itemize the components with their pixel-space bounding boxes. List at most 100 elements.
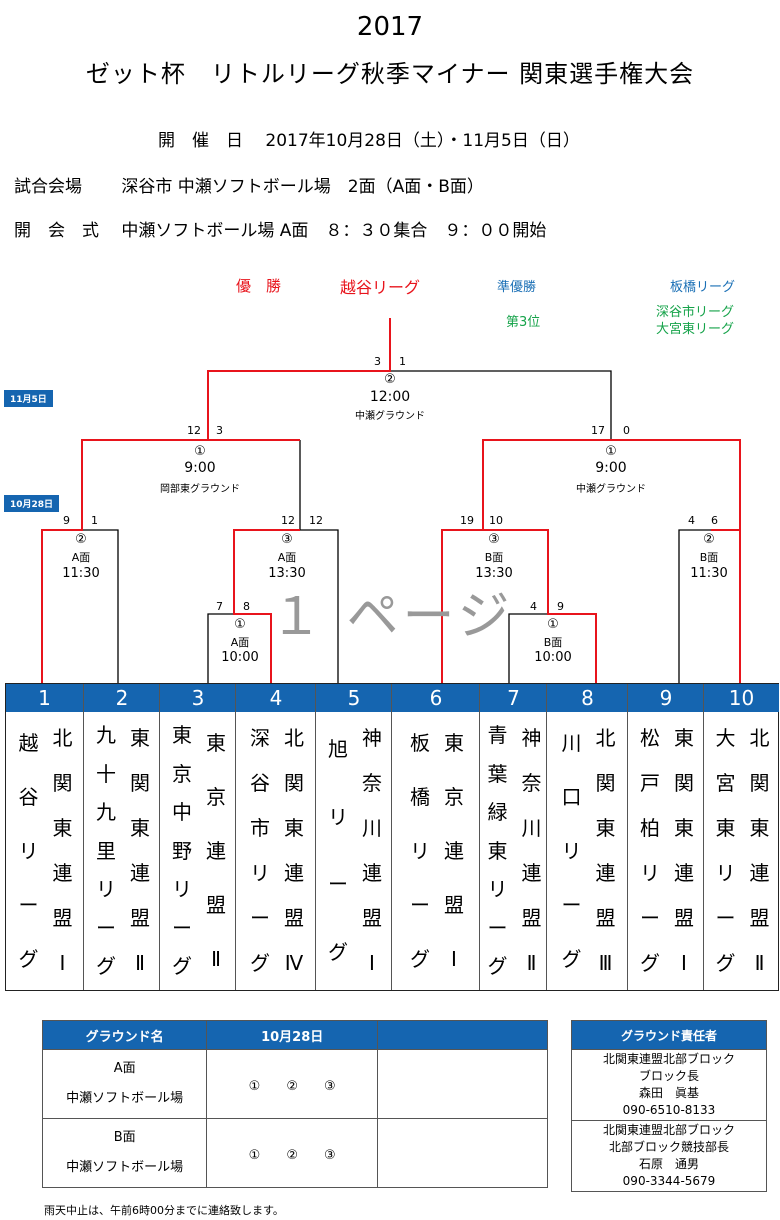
- team-name: 川口リーグ: [561, 731, 582, 971]
- team-column: 8 川口リーグ北関東連盟Ⅲ: [546, 684, 628, 990]
- date-info: 開 催 日 2017年10月28日（土）・11月5日（日）: [158, 131, 580, 151]
- team-name: 大宮東リーグ: [715, 726, 736, 975]
- court-b-blank: [376, 1118, 549, 1188]
- final-time: 12:00: [369, 389, 411, 405]
- date-badge-nov5: 11月5日: [4, 390, 53, 407]
- q4-score-1: 4: [688, 514, 695, 527]
- venue-info: 試合会場 深谷市 中瀬ソフトボール場 2面（A面・B面）: [14, 177, 484, 197]
- third-team-2: 大宮東リーグ: [656, 322, 735, 337]
- q3-score-2: 10: [489, 514, 503, 527]
- q1-number: ②: [75, 532, 87, 547]
- ground-table: グラウンド名 10月28日 A面 中瀬ソフトボール場 ① ② ③ B面 中瀬ソフ…: [41, 1020, 549, 1188]
- r2-score-1: 4: [530, 600, 537, 613]
- team-league: 北関東連盟Ⅲ: [595, 726, 616, 975]
- team-number: 1: [6, 684, 83, 712]
- team-column: 10 大宮東リーグ北関東連盟Ⅱ: [703, 684, 779, 990]
- runnerup-label: 準優勝: [497, 280, 537, 295]
- team-name: 松戸柏リーグ: [640, 726, 660, 975]
- q1-score-2: 1: [91, 514, 98, 527]
- court-a-label: A面: [113, 1061, 136, 1076]
- r1-number: ①: [234, 617, 246, 632]
- third-label: 第3位: [506, 315, 541, 330]
- q2-time: 13:30: [268, 566, 306, 581]
- r2-number: ①: [547, 617, 559, 632]
- r1-score-2: 8: [243, 600, 250, 613]
- semi-right-score-1: 17: [591, 424, 605, 437]
- team-league: 東関東連盟Ⅰ: [674, 726, 694, 975]
- manager-a-role: ブロック長: [638, 1069, 699, 1083]
- semi-left-place: 岡部東グラウンド: [160, 484, 240, 495]
- team-name: 深谷市リーグ: [250, 726, 270, 975]
- r2-score-2: 9: [557, 600, 564, 613]
- manager-b: 北関東連盟北部ブロック 北部ブロック競技部長 石原 通男 090-3344-56…: [571, 1120, 767, 1192]
- team-name: 旭リーグ: [328, 737, 348, 964]
- team-column: 9 松戸柏リーグ東関東連盟Ⅰ: [627, 684, 704, 990]
- ground-name-header: グラウンド名: [41, 1020, 208, 1050]
- manager-a-org: 北関東連盟北部ブロック: [602, 1052, 735, 1066]
- q4-time: 11:30: [690, 566, 728, 581]
- team-name: 九十九里リーグ: [96, 723, 116, 979]
- semi-left-score-1: 12: [187, 424, 201, 437]
- q4-court: B面: [699, 551, 719, 564]
- final-place: 中瀬グラウンド: [355, 411, 425, 422]
- runnerup-team: 板橋リーグ: [670, 280, 736, 295]
- bracket-lines: [41, 318, 741, 683]
- team-number: 10: [704, 684, 779, 712]
- manager-a-name: 森田 眞基: [638, 1086, 699, 1100]
- team-name: 青葉緑東リーグ: [487, 723, 508, 979]
- tournament-title: ゼット杯 リトルリーグ秋季マイナー 関東選手権大会: [85, 60, 695, 88]
- r2-court: B面: [543, 636, 563, 649]
- ceremony-info: 開 会 式 中瀬ソフトボール場 A面 ８：３０集合 ９：００開始: [14, 221, 547, 241]
- q1-score-1: 9: [63, 514, 70, 527]
- oct28-header: 10月28日: [206, 1020, 378, 1050]
- court-a-slots: ① ② ③: [206, 1049, 378, 1119]
- q1-court: A面: [71, 551, 91, 564]
- team-league: 神奈川連盟Ⅰ: [362, 726, 382, 975]
- q2-number: ③: [281, 532, 293, 547]
- manager-a-phone: 090-6510-8133: [622, 1103, 716, 1117]
- court-b-cell: B面 中瀬ソフトボール場: [41, 1118, 208, 1188]
- q1-time: 11:30: [62, 566, 100, 581]
- team-number: 8: [547, 684, 628, 712]
- team-number: 2: [84, 684, 160, 712]
- q4-score-2: 6: [711, 514, 718, 527]
- r1-court: A面: [230, 636, 250, 649]
- q3-number: ③: [488, 532, 500, 547]
- team-league: 東京連盟Ⅱ: [206, 731, 226, 971]
- team-league: 北関東連盟Ⅳ: [284, 726, 304, 975]
- team-league: 東京連盟Ⅰ: [444, 731, 464, 971]
- manager-a: 北関東連盟北部ブロック ブロック長 森田 眞基 090-6510-8133: [571, 1049, 767, 1121]
- q3-court: B面: [484, 551, 504, 564]
- q3-score-1: 19: [460, 514, 474, 527]
- final-score-left: 3: [374, 355, 381, 368]
- q2-score-2: 12: [309, 514, 323, 527]
- q4-number: ②: [703, 532, 715, 547]
- court-a-ground: 中瀬ソフトボール場: [66, 1091, 184, 1106]
- q3-time: 13:30: [475, 566, 513, 581]
- team-number: 9: [628, 684, 704, 712]
- team-number: 6: [392, 684, 480, 712]
- third-team-1: 深谷市リーグ: [656, 305, 735, 320]
- manager-b-name: 石原 通男: [638, 1157, 699, 1171]
- semi-left-score-2: 3: [216, 424, 223, 437]
- court-a-blank: [376, 1049, 549, 1119]
- semi-right-place: 中瀬グラウンド: [576, 484, 646, 495]
- final-game-number: ②: [384, 372, 396, 387]
- court-b-label: B面: [113, 1130, 136, 1145]
- rain-notice: 雨天中止は、午前6時00分までに連絡致します。: [44, 1204, 284, 1217]
- manager-table: グラウンド責任者 北関東連盟北部ブロック ブロック長 森田 眞基 090-651…: [571, 1020, 767, 1192]
- r1-time: 10:00: [221, 650, 259, 665]
- team-number: 3: [160, 684, 236, 712]
- team-league: 神奈川連盟Ⅱ: [521, 726, 542, 975]
- team-name: 越谷リーグ: [18, 731, 39, 971]
- semi-left-time: 9:00: [184, 460, 216, 476]
- q2-court: A面: [277, 551, 297, 564]
- semi-right-number: ①: [605, 444, 617, 459]
- team-league: 北関東連盟Ⅱ: [749, 726, 770, 975]
